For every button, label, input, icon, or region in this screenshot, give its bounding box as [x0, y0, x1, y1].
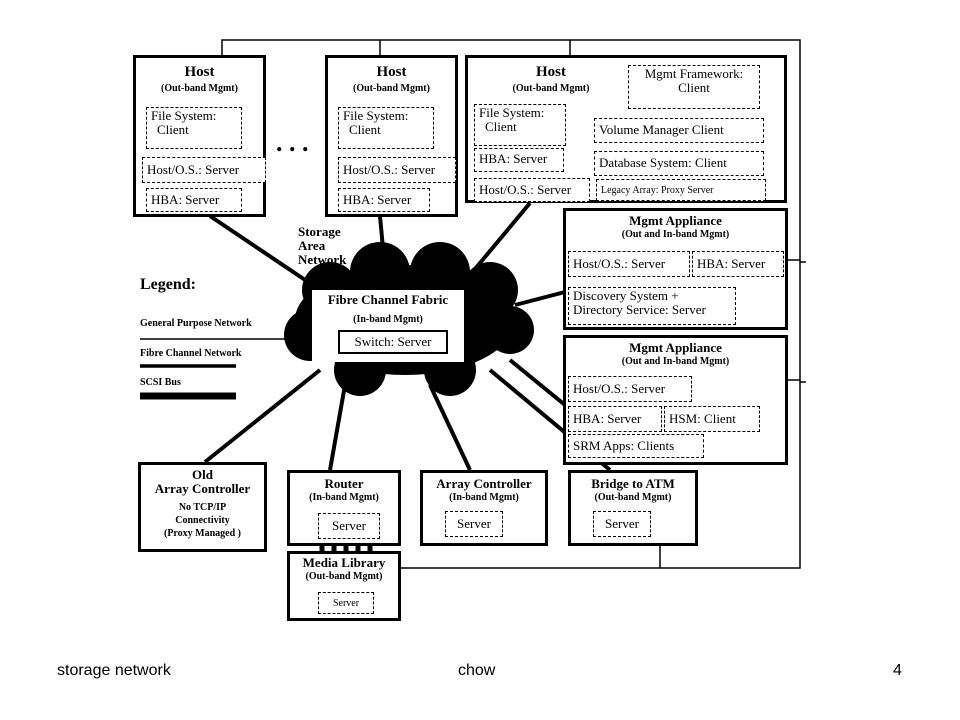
host-3-os: Host/O.S.: Server: [474, 178, 590, 202]
host-3-mgmt-line-1: Mgmt Framework:: [644, 66, 744, 81]
mgmt-appliance-2: Mgmt Appliance (Out and In-band Mgmt) Ho…: [563, 335, 788, 465]
appliance-2-title: Mgmt Appliance: [629, 340, 722, 355]
router-title: Router: [324, 476, 364, 491]
old-array-title-line-2: Array Controller: [154, 481, 251, 496]
host-box-3: Host (Out-band Mgmt) Mgmt Framework: Cli…: [465, 55, 787, 203]
array-controller-box: Array Controller (In-band Mgmt) Server: [420, 470, 548, 546]
storage-area-network-label: Storage Area Network: [298, 225, 346, 267]
appliance-1-discovery: Discovery System + Directory Service: Se…: [568, 287, 736, 325]
host-1-file-system: File System: Client: [146, 107, 242, 149]
bridge-subtitle: (Out-band Mgmt): [594, 492, 672, 503]
host-2-file-system: File System: Client: [338, 107, 434, 149]
host-3-legacy-array: Legacy Array: Proxy Server: [596, 179, 766, 201]
old-array-detail-3: (Proxy Managed ): [163, 528, 242, 539]
general-purpose-network-lines: [221, 39, 806, 569]
host-2-hba: HBA: Server: [338, 188, 430, 212]
fibre-channel-links: [203, 201, 612, 472]
more-hosts-ellipsis: . . .: [276, 128, 309, 157]
appliance-1-title: Mgmt Appliance: [629, 213, 722, 228]
appliance-1-subtitle: (Out and In-band Mgmt): [621, 229, 730, 240]
host-3-hba: HBA: Server: [474, 148, 564, 172]
legend-scsi-label: SCSI Bus: [140, 377, 181, 388]
san-line-2: Area: [298, 238, 326, 253]
host-3-volume-manager: Volume Manager Client: [594, 118, 764, 143]
appliance-2-hsm: HSM: Client: [664, 406, 760, 432]
router-box: Router (In-band Mgmt) Server: [287, 470, 401, 546]
host-1-hba: HBA: Server: [146, 188, 242, 212]
host-3-file-system: File System: Client: [474, 104, 566, 146]
footer-center: chow: [458, 662, 496, 679]
array-controller-subtitle: (In-band Mgmt): [449, 492, 519, 503]
media-library-server: Server: [318, 592, 374, 614]
appliance-2-subtitle: (Out and In-band Mgmt): [621, 356, 730, 367]
array-controller-title: Array Controller: [436, 476, 532, 491]
appliance-2-os: Host/O.S.: Server: [568, 376, 692, 402]
host-1-fs-line-2: Client: [157, 122, 189, 137]
fabric-subtitle: (In-band Mgmt): [353, 314, 423, 325]
footer-left: storage network: [57, 662, 171, 679]
switch-server: Switch: Server: [338, 330, 448, 354]
array-controller-server: Server: [445, 511, 503, 537]
old-array-title: Old Array Controller: [141, 468, 264, 496]
mgmt-appliance-1: Mgmt Appliance (Out and In-band Mgmt) Ho…: [563, 208, 788, 330]
host-2-os: Host/O.S.: Server: [338, 157, 456, 183]
appliance-1-os: Host/O.S.: Server: [568, 251, 690, 277]
old-array-title-line-1: Old: [192, 467, 213, 482]
host-3-title: Host: [536, 64, 566, 80]
host-3-mgmt-framework: Mgmt Framework: Client: [628, 65, 760, 109]
old-array-detail-2: Connectivity: [175, 515, 230, 526]
appliance-2-hba: HBA: Server: [568, 406, 662, 432]
san-line-3: Network: [298, 252, 347, 267]
fibre-channel-fabric: Fibre Channel Fabric (In-band Mgmt) Swit…: [312, 290, 464, 362]
host-2-subtitle: (Out-band Mgmt): [353, 83, 430, 94]
host-3-database: Database System: Client: [594, 151, 764, 176]
appliance-1-hba: HBA: Server: [692, 251, 784, 277]
bridge-server: Server: [593, 511, 651, 537]
host-1-subtitle: (Out-band Mgmt): [161, 83, 238, 94]
router-subtitle: (In-band Mgmt): [309, 492, 379, 503]
host-2-fs-line-1: File System:: [343, 108, 409, 123]
appliance-1-disc-line-2: Directory Service: Server: [573, 302, 706, 317]
old-array-detail-1: No TCP/IP: [178, 502, 227, 513]
host-1-title: Host: [184, 64, 215, 80]
media-library-box: Media Library (Out-band Mgmt) Server: [287, 551, 401, 621]
host-3-subtitle: (Out-band Mgmt): [512, 83, 590, 94]
legend-title: Legend:: [140, 276, 196, 293]
host-1-fs-line-1: File System:: [151, 108, 217, 123]
host-box-2: Host (Out-band Mgmt) File System: Client…: [325, 55, 458, 217]
fabric-title: Fibre Channel Fabric: [327, 292, 449, 307]
host-box-1: Host (Out-band Mgmt) File System: Client…: [133, 55, 266, 217]
media-library-title: Media Library: [302, 555, 386, 570]
host-3-fs-line-2: Client: [485, 119, 517, 134]
router-server: Server: [318, 513, 380, 539]
san-line-1: Storage: [298, 224, 341, 239]
host-3-fs-line-1: File System:: [479, 105, 545, 120]
media-library-subtitle: (Out-band Mgmt): [305, 571, 383, 582]
legend-fibre-label: Fibre Channel Network: [140, 348, 242, 359]
appliance-2-srm: SRM Apps: Clients: [568, 434, 704, 458]
host-3-mgmt-line-2: Client: [678, 80, 710, 95]
bridge-title: Bridge to ATM: [591, 476, 675, 491]
legend-general-label: General Purpose Network: [140, 318, 252, 329]
page-number: 4: [893, 662, 902, 679]
appliance-1-disc-line-1: Discovery System +: [573, 288, 679, 303]
old-array-details: No TCP/IP Connectivity (Proxy Managed ): [141, 501, 264, 540]
host-1-os: Host/O.S.: Server: [142, 157, 266, 183]
old-array-controller: Old Array Controller No TCP/IP Connectiv…: [138, 462, 267, 552]
host-2-fs-line-2: Client: [349, 122, 381, 137]
bridge-to-atm-box: Bridge to ATM (Out-band Mgmt) Server: [568, 470, 698, 546]
host-2-title: Host: [376, 64, 407, 80]
